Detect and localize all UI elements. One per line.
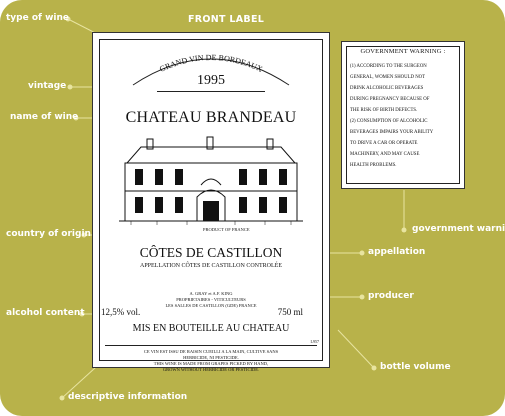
appellation-subtitle: APPELLATION CÔTES DE CASTILLON CONTROLÉE xyxy=(140,263,282,269)
dot-producer xyxy=(359,294,365,300)
leader-bottle-volume xyxy=(337,329,375,369)
chateau-illustration xyxy=(119,136,303,225)
country-of-origin-text: PRODUCT OF FRANCE xyxy=(203,227,250,232)
vintage-text: 1995 xyxy=(197,73,225,88)
description-line-2: HERBICIDE, NI PESTICIDE. xyxy=(183,355,239,360)
callout-alcohol-content: alcohol content xyxy=(6,308,85,318)
callout-bottle-volume: bottle volume xyxy=(380,362,451,372)
dot-name-of-wine xyxy=(73,115,79,121)
warning-line-5: THE RISK OF BIRTH DEFECTS. xyxy=(350,108,418,113)
warning-line-4: DURING PREGNANCY BECAUSE OF xyxy=(350,97,430,102)
warning-line-9: MACHINERY, AND MAY CAUSE xyxy=(350,152,420,157)
warning-line-8: TO DRIVE A CAR OR OPERATE xyxy=(350,141,418,146)
warning-line-7: BEVERAGES IMPAIRS YOUR ABILITY xyxy=(350,130,434,135)
producer-line-1: A. GRAY et A.F. KING xyxy=(189,291,233,296)
warning-line-3: DRINK ALCOHOLIC BEVERAGES xyxy=(350,86,424,91)
warning-line-1: (1) ACCORDING TO THE SURGEON xyxy=(350,64,427,69)
warning-line-6: (2) CONSUMPTION OF ALCOHOLIC xyxy=(350,119,428,124)
dot-country-of-origin xyxy=(81,232,87,238)
description-line-4: GROWN WITHOUT HERBICIDE OR PESTICIDE. xyxy=(162,367,260,372)
dot-type-of-wine xyxy=(65,16,71,22)
callout-government-warning: government warning xyxy=(412,224,505,234)
front-label-title: FRONT LABEL xyxy=(188,14,265,25)
description-line-1: CE VIN EST ISSU DE RAISIN CUEILLI A LA M… xyxy=(143,349,279,354)
vintage-rule xyxy=(157,91,265,92)
producer-line-3: LES SALLES DE CASTILLON (GDE) FRANCE xyxy=(165,303,257,308)
government-warning-label: GOVERNMENT WARNING : (1) ACCORDING TO TH… xyxy=(341,41,465,189)
type-of-wine-banner: GRAND VIN DE BORDEAUX xyxy=(132,53,290,86)
lot-code-text: L957 xyxy=(310,339,319,344)
bottling-text: MIS EN BOUTEILLE AU CHATEAU xyxy=(132,323,290,334)
dot-vintage xyxy=(67,84,73,90)
dot-government-warning xyxy=(401,227,407,233)
appellation-text: CÔTES DE CASTILLON xyxy=(139,245,283,260)
warning-line-10: HEALTH PROBLEMS. xyxy=(350,163,397,168)
front-label-border xyxy=(99,39,323,361)
callout-country-of-origin: country of origin xyxy=(6,229,91,239)
callout-name-of-wine: name of wine xyxy=(10,112,79,122)
producer-line-2: PROPRIETAIRES - VITICULTEURS xyxy=(176,297,246,302)
dot-appellation xyxy=(359,250,365,256)
wine-name-text: CHATEAU BRANDEAU xyxy=(125,109,297,126)
callout-descriptive-information: descriptive information xyxy=(68,392,188,402)
government-warning-border xyxy=(346,46,460,184)
warning-line-2: GENERAL, WOMEN SHOULD NOT xyxy=(350,75,426,80)
description-rule xyxy=(105,345,317,346)
bottle-volume-text: 750 ml xyxy=(277,307,303,317)
callout-appellation: appellation xyxy=(368,247,426,257)
callout-producer: producer xyxy=(368,291,414,301)
callout-type-of-wine: type of wine xyxy=(6,13,69,23)
dot-descriptive-information xyxy=(59,395,65,401)
description-line-3: THIS WINE IS MADE FROM GRAPES PICKED BY … xyxy=(153,361,269,366)
front-label: GRAND VIN DE BORDEAUX 1995 CHATEAU BRAND… xyxy=(92,32,330,372)
callout-vintage: vintage xyxy=(28,81,67,91)
government-warning-title: GOVERNMENT WARNING : xyxy=(360,48,446,55)
dot-alcohol-content xyxy=(79,311,85,317)
alcohol-content-text: 12,5% vol. xyxy=(101,307,141,317)
dot-bottle-volume xyxy=(371,365,377,371)
